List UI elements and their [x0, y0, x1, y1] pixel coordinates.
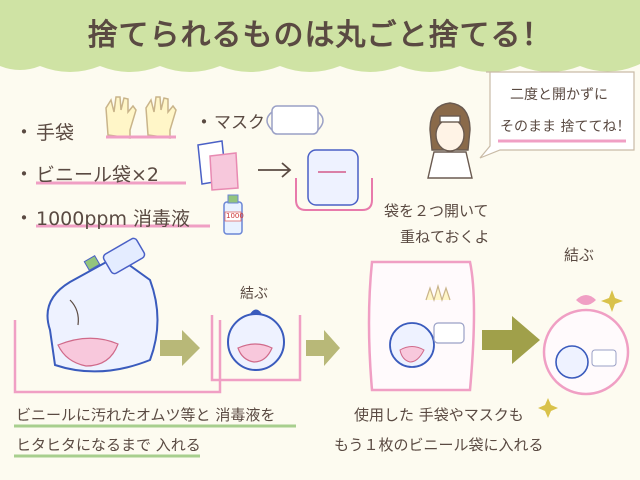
mask-icon — [266, 105, 324, 135]
bags-icon — [197, 140, 239, 191]
arrow-right-icon — [306, 330, 340, 366]
bottle-label: 1000 — [226, 212, 244, 220]
caption-step2-line1: 使用した 手袋やマスクも — [354, 406, 524, 424]
step2-tied-bag-icon — [210, 309, 302, 382]
step1-bag-icon — [13, 254, 222, 394]
nurse-character-icon — [427, 102, 473, 179]
bullet-marker: ・ — [14, 120, 34, 144]
arrow-icon — [258, 162, 292, 178]
caption-step1-line1: ビニールに汚れたオムツ等と 消毒液を — [16, 406, 276, 424]
bullet-marker: ・ — [14, 206, 34, 230]
bullet-marker: ・ — [14, 162, 34, 186]
caption-step1-line2: ヒタヒタになるまで 入れる — [16, 436, 201, 454]
tie-label-2: 結ぶ — [564, 246, 595, 264]
sparkle-icon — [538, 290, 623, 418]
mask-label: マスク — [214, 113, 265, 133]
gloves-label: 手袋 — [36, 122, 75, 144]
step4-tied-bag-icon — [542, 295, 630, 396]
arrow-right-icon — [160, 330, 200, 366]
disinfectant-bottle-icon — [223, 194, 243, 235]
speech-line-2: そのまま 捨ててね！ — [500, 119, 631, 135]
pouring-bottle-icon — [83, 237, 146, 275]
gloves-icon — [105, 96, 177, 139]
stack-label: 重ねておくよ — [400, 228, 490, 246]
open-two-label: 袋を２つ開いて — [384, 202, 489, 220]
speech-line-1: 二度と開かずに — [510, 87, 608, 103]
step3-open-bag-icon — [367, 260, 476, 392]
bags-label: ビニール袋×2 — [36, 164, 160, 186]
disinfectant-label: 1000ppm 消毒液 — [36, 208, 191, 230]
speech-bubble — [479, 71, 635, 159]
page-title: 捨てられるものは丸ごと捨てる！ — [87, 18, 553, 53]
bullet-marker: ・ — [194, 110, 214, 134]
title-banner — [0, 0, 640, 72]
bag-in-box-icon — [295, 149, 373, 211]
tie-label-1: 結ぶ — [240, 286, 268, 302]
arrow-right-icon — [482, 316, 540, 364]
caption-step2-line2: もう１枚のビニール袋に入れる — [334, 436, 544, 454]
